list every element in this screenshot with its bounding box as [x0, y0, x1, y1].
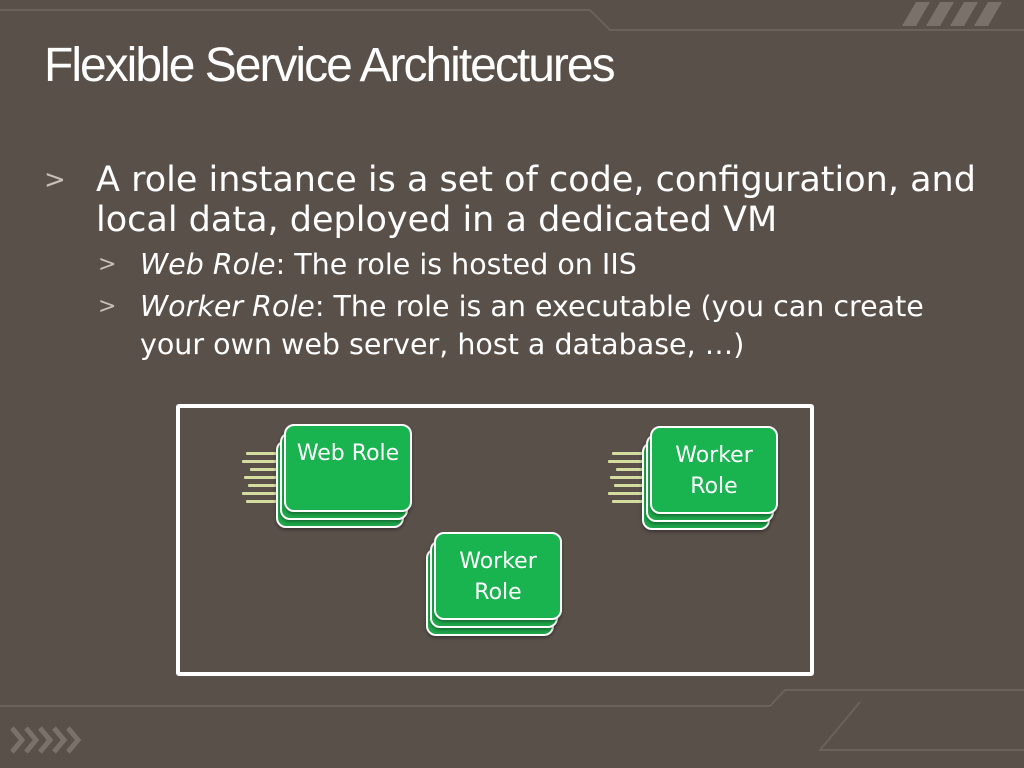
sub-bullet-web-role: > Web Role: The role is hosted on IIS — [44, 246, 984, 284]
sub-bullet-text: : The role is an executable (you can cre… — [140, 290, 924, 361]
bullet-text: A role instance is a set of code, config… — [96, 160, 976, 240]
bullet-marker: > — [44, 165, 66, 195]
worker-role-stack-bottom: Worker Role — [426, 532, 566, 652]
bullet-list: > A role instance is a set of code, conf… — [44, 160, 984, 364]
role-label: Worker Role — [675, 443, 753, 499]
role-diagram: Web Role Worker Role Worker Role — [176, 404, 814, 676]
sub-bullet-worker-role: > Worker Role: The role is an executable… — [44, 288, 984, 364]
sub-bullet-marker: > — [98, 294, 117, 319]
sub-bullet-term: Worker Role — [140, 290, 315, 323]
role-card — [434, 532, 562, 620]
role-label: Web Role — [296, 441, 400, 466]
role-label: Worker Role — [459, 549, 537, 605]
sub-bullet-marker: > — [98, 252, 117, 277]
role-card — [284, 424, 412, 512]
sub-bullet-term: Web Role — [140, 248, 276, 281]
sub-bullet-text: : The role is hosted on IIS — [275, 248, 637, 281]
bullet-role-instance: > A role instance is a set of code, conf… — [44, 160, 984, 240]
web-role-stack: Web Role — [276, 424, 416, 544]
worker-role-stack-right: Worker Role — [642, 426, 782, 546]
slide-title: Flexible Service Architectures — [44, 39, 616, 92]
role-card — [650, 426, 778, 514]
